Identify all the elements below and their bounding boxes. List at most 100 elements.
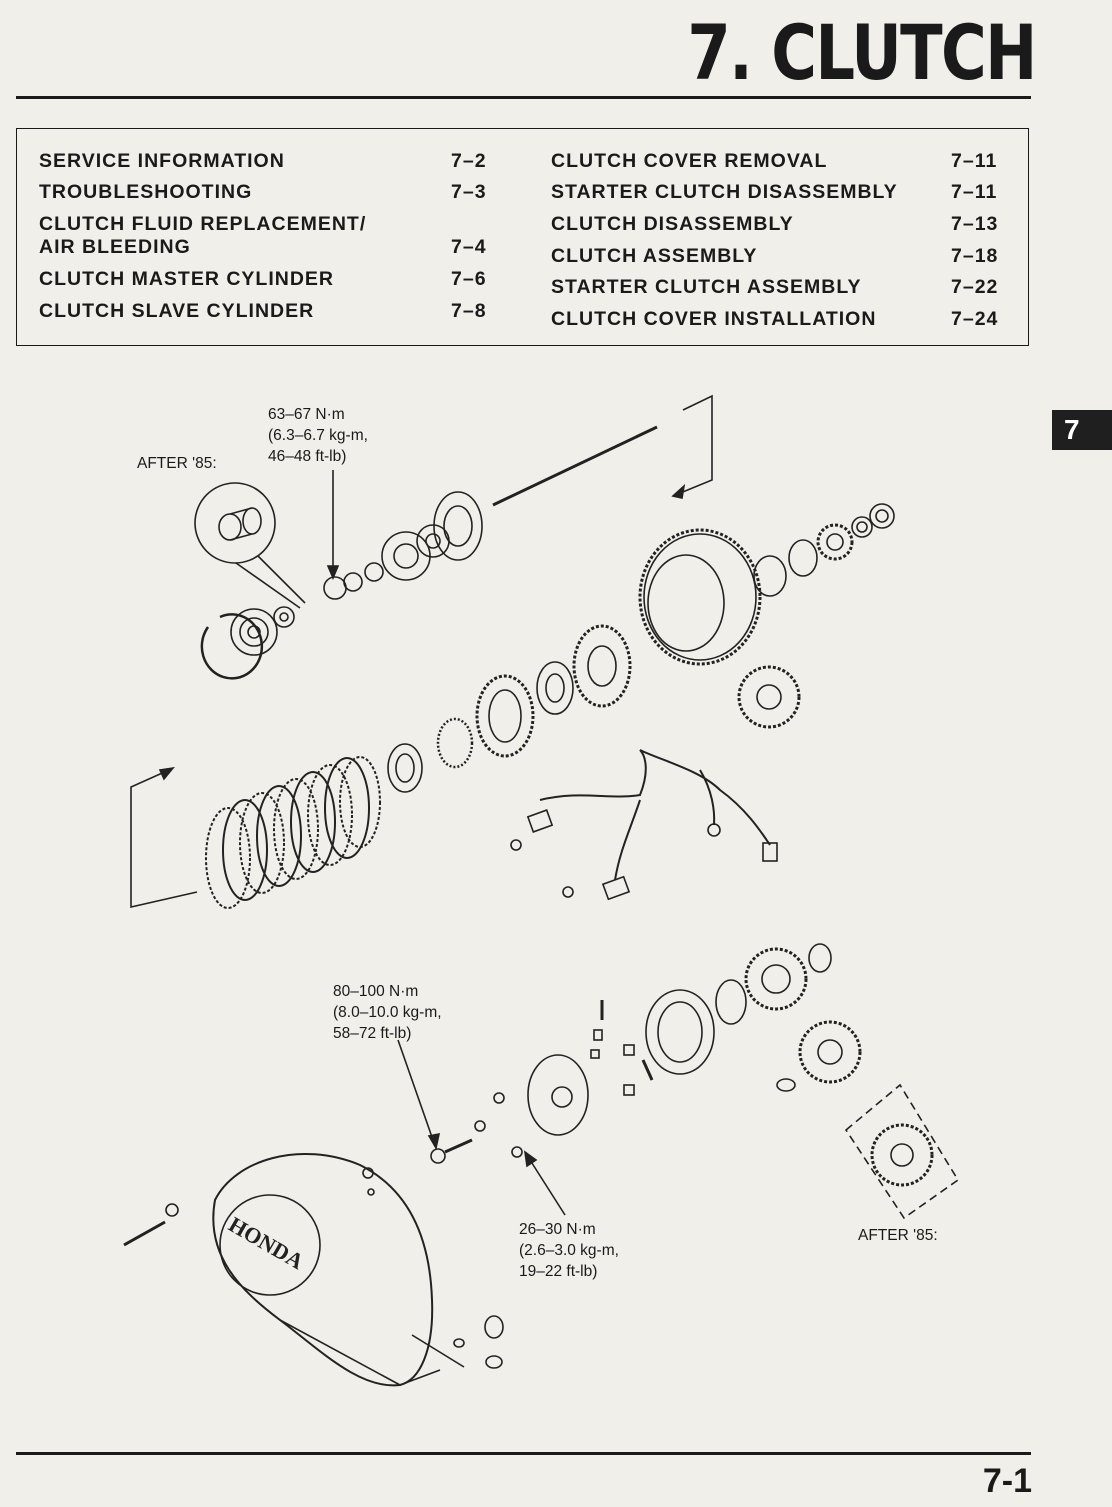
clutch-cover <box>212 1153 434 1387</box>
toc-item-label: CLUTCH DISASSEMBLY <box>551 213 794 235</box>
bolt <box>430 1148 446 1164</box>
toc-item-label: STARTER CLUTCH DISASSEMBLY <box>551 181 898 203</box>
clutch-cover <box>219 1194 321 1296</box>
collar-part <box>242 507 262 535</box>
lifter-shaft <box>165 1203 179 1217</box>
starter-clutch-outer <box>645 989 715 1075</box>
bolt <box>510 839 522 851</box>
judder-spring <box>436 717 474 769</box>
bolt <box>474 1120 486 1132</box>
torque-spec-line: 26–30 N·m <box>519 1221 596 1238</box>
toc-item-label: CLUTCH COVER INSTALLATION <box>551 308 877 330</box>
bracket-line-left <box>130 769 198 909</box>
toc-item-label: CLUTCH ASSEMBLY <box>551 245 758 267</box>
seat-ring <box>387 743 423 793</box>
toc-item-page: 7–11 <box>951 150 998 172</box>
pulse-generator <box>601 875 631 901</box>
cover-leader <box>411 1334 465 1368</box>
starter-clutch-outer <box>657 1001 703 1063</box>
toc-item-page: 7–13 <box>951 213 999 235</box>
toc-item[interactable]: STARTER CLUTCH DISASSEMBLY 7–11 <box>551 180 996 204</box>
starter-driven-gear <box>761 964 791 994</box>
friction-disc-stack <box>205 756 381 909</box>
washer <box>856 521 868 533</box>
toc-item-label: SERVICE INFORMATION <box>39 150 285 172</box>
toc-item[interactable]: CLUTCH DISASSEMBLY 7–13 <box>551 212 997 236</box>
roller <box>623 1044 635 1056</box>
washer <box>869 503 895 529</box>
bearing <box>230 608 278 656</box>
page-number: 7-1 <box>982 1462 1032 1500</box>
detail-frame <box>844 1083 960 1220</box>
pressure-plate <box>488 689 522 743</box>
torque-spec-line: 58–72 ft-lb) <box>333 1025 412 1042</box>
connector <box>762 842 778 862</box>
washer <box>273 606 295 628</box>
clutch-center <box>572 624 632 708</box>
lifter-plate <box>381 531 431 581</box>
toc-item[interactable]: STARTER CLUTCH ASSEMBLY 7–22 <box>551 275 997 299</box>
toc-item-page: 7–6 <box>451 268 487 290</box>
arrow-head <box>326 565 340 581</box>
after-85-label: AFTER '85: <box>137 455 217 472</box>
pulse-generator <box>526 809 554 833</box>
cover-logo: HONDA <box>225 1212 309 1275</box>
collar-part <box>229 533 253 541</box>
sprocket <box>826 533 844 551</box>
arrow-head <box>671 483 686 499</box>
toc-item-label: CLUTCH MASTER CYLINDER <box>39 268 334 290</box>
toc-item[interactable]: CLUTCH COVER INSTALLATION 7–24 <box>551 307 997 331</box>
bolt <box>511 1146 523 1158</box>
arrow-head <box>427 1132 441 1151</box>
cover-edge <box>399 1369 441 1386</box>
lock-nut <box>323 576 347 600</box>
detail-leader <box>257 555 306 604</box>
toc-item[interactable]: SERVICE INFORMATION 7–2 <box>39 149 486 173</box>
roller <box>623 1084 635 1096</box>
torque-spec-line: 46–48 ft-lb) <box>268 448 347 465</box>
washer <box>545 673 565 703</box>
toc-item-label: CLUTCH COVER REMOVAL <box>551 150 828 172</box>
toc-item[interactable]: AIR BLEEDING 7–4 <box>39 235 486 259</box>
toc-item-label: CLUTCH FLUID REPLACEMENT/ <box>39 213 367 235</box>
roller <box>590 1049 600 1059</box>
toc-item-page: 7–2 <box>451 150 487 172</box>
dowel-pin <box>453 1338 465 1348</box>
toc-item[interactable]: TROUBLESHOOTING 7–3 <box>39 180 486 204</box>
wire-harness <box>614 799 641 881</box>
bolt-shank <box>444 1138 473 1154</box>
toc-item[interactable]: CLUTCH COVER REMOVAL 7–11 <box>551 149 996 173</box>
torque-leader <box>397 1039 434 1141</box>
chapter-tab[interactable]: 7 <box>1052 410 1112 450</box>
torque-spec-line: 19–22 ft-lb) <box>519 1263 598 1280</box>
washer <box>851 516 873 538</box>
connector <box>707 823 721 837</box>
collar <box>788 539 818 577</box>
table-of-contents: SERVICE INFORMATION 7–2 TROUBLESHOOTING … <box>16 128 1029 346</box>
bearing <box>247 625 261 639</box>
starter-clutch-plate <box>527 1054 589 1136</box>
washer <box>536 661 574 715</box>
washer <box>425 533 441 549</box>
toc-item-page: 7–24 <box>951 308 999 330</box>
torque-spec-line: (8.0–10.0 kg-m, <box>333 1004 442 1021</box>
toc-item-page: 7–22 <box>951 276 999 298</box>
dowel-pin <box>367 1188 375 1196</box>
starter-clutch-plate <box>551 1086 573 1108</box>
bracket-line-top <box>672 394 713 497</box>
toc-item[interactable]: CLUTCH ASSEMBLY 7–18 <box>551 244 997 268</box>
header-rule <box>16 96 1031 99</box>
torque-spec-line: 63–67 N·m <box>268 406 345 423</box>
toc-item-label: AIR BLEEDING <box>39 236 191 258</box>
toc-item[interactable]: CLUTCH MASTER CYLINDER 7–6 <box>39 267 486 291</box>
clutch-center <box>587 645 617 687</box>
washer <box>808 943 832 973</box>
oil-filler-cap <box>484 1315 504 1339</box>
toc-item[interactable]: CLUTCH SLAVE CYLINDER 7–8 <box>39 299 486 323</box>
toc-item-page: 7–3 <box>451 181 487 203</box>
wire-harness <box>539 749 771 846</box>
torque-spec-line: 80–100 N·m <box>333 983 419 1000</box>
toc-item[interactable]: CLUTCH FLUID REPLACEMENT/ <box>39 212 366 236</box>
arrow-head <box>158 766 175 781</box>
toc-item-label: TROUBLESHOOTING <box>39 181 253 203</box>
